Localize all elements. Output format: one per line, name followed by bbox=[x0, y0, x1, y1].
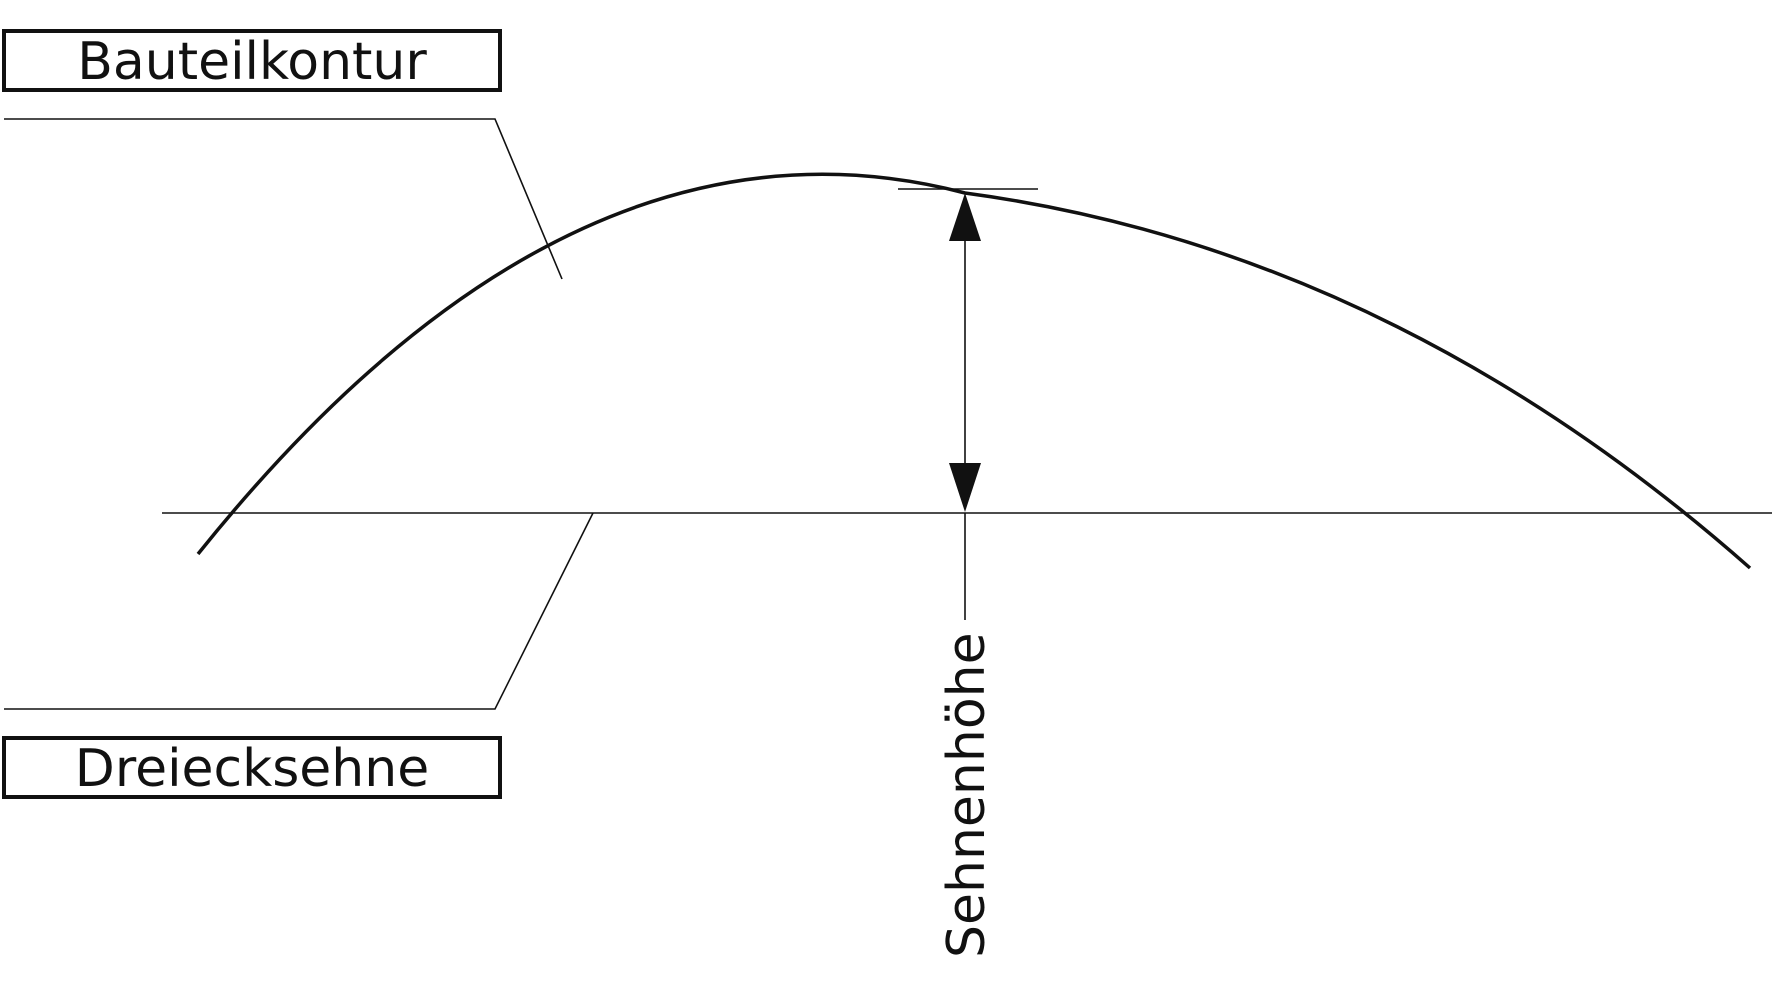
chord-label-box bbox=[2, 736, 502, 799]
dimension-arrow-down bbox=[949, 463, 981, 512]
chord-height-dimension bbox=[949, 193, 981, 620]
contour-label-box bbox=[2, 29, 502, 92]
dimension-arrow-up bbox=[949, 193, 981, 241]
contour-label: Bauteilkontur bbox=[2, 29, 502, 92]
chord-height-label: Sehnenhöhe bbox=[937, 632, 997, 958]
chord-leader-line bbox=[4, 512, 594, 710]
chord-label: Dreiecksehne bbox=[2, 736, 502, 799]
contour-label-text: Bauteilkontur bbox=[77, 32, 427, 92]
chord-label-text: Dreiecksehne bbox=[75, 739, 429, 799]
component-contour-arc bbox=[196, 172, 1752, 570]
contour-leader-line bbox=[4, 118, 563, 280]
